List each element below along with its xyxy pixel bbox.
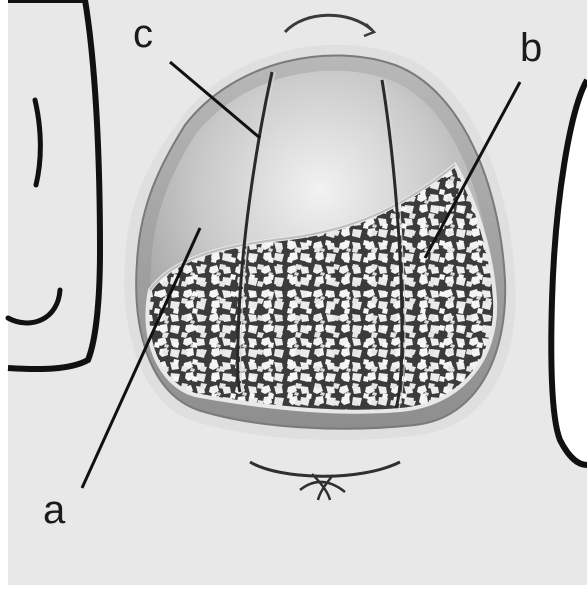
label-b: b xyxy=(520,28,542,68)
left-border xyxy=(0,0,8,590)
bottom-border xyxy=(0,585,587,590)
label-c: c xyxy=(133,14,153,54)
label-a: a xyxy=(43,490,65,530)
